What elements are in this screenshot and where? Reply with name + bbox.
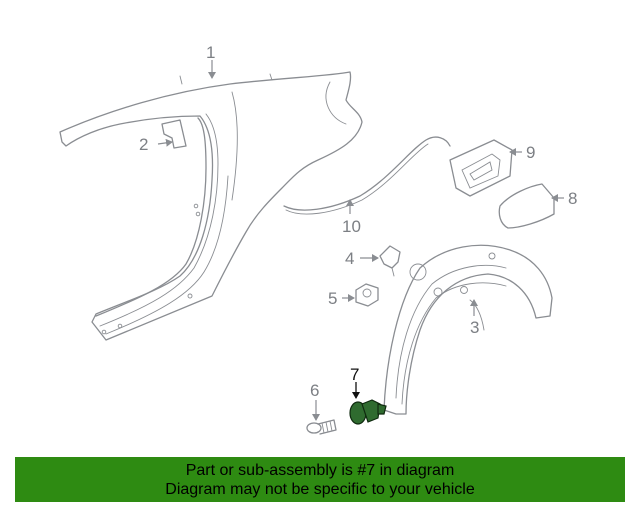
bolt-part-6 (306, 419, 337, 435)
info-banner: Part or sub-assembly is #7 in diagram Di… (15, 457, 625, 502)
quarter-panel-part (59, 71, 363, 341)
parts-diagram: 1 2 3 4 5 6 7 8 9 10 (59, 43, 577, 435)
seal-strip-part (283, 136, 451, 215)
banner-line-1: Part or sub-assembly is #7 in diagram (185, 462, 455, 479)
bracket-part-2 (161, 119, 187, 149)
callout-10: 10 (342, 217, 361, 236)
clip-part-4 (379, 245, 401, 277)
callout-9: 9 (526, 143, 535, 162)
nut-part-5 (355, 283, 379, 307)
callout-5: 5 (328, 289, 337, 308)
callout-7: 7 (350, 365, 359, 384)
fuel-filler-housing-part (449, 139, 513, 197)
callout-6: 6 (310, 381, 319, 400)
callout-1: 1 (206, 43, 215, 62)
callout-8: 8 (568, 189, 577, 208)
fuel-door-part (498, 183, 555, 229)
callout-4: 4 (345, 249, 354, 268)
fastener-part-7-highlighted (349, 399, 387, 425)
callout-3: 3 (470, 318, 479, 337)
callout-2: 2 (139, 135, 148, 154)
fender-liner-part (383, 244, 553, 415)
leader-lines (157, 60, 564, 421)
banner-line-2: Diagram may not be specific to your vehi… (165, 481, 475, 498)
